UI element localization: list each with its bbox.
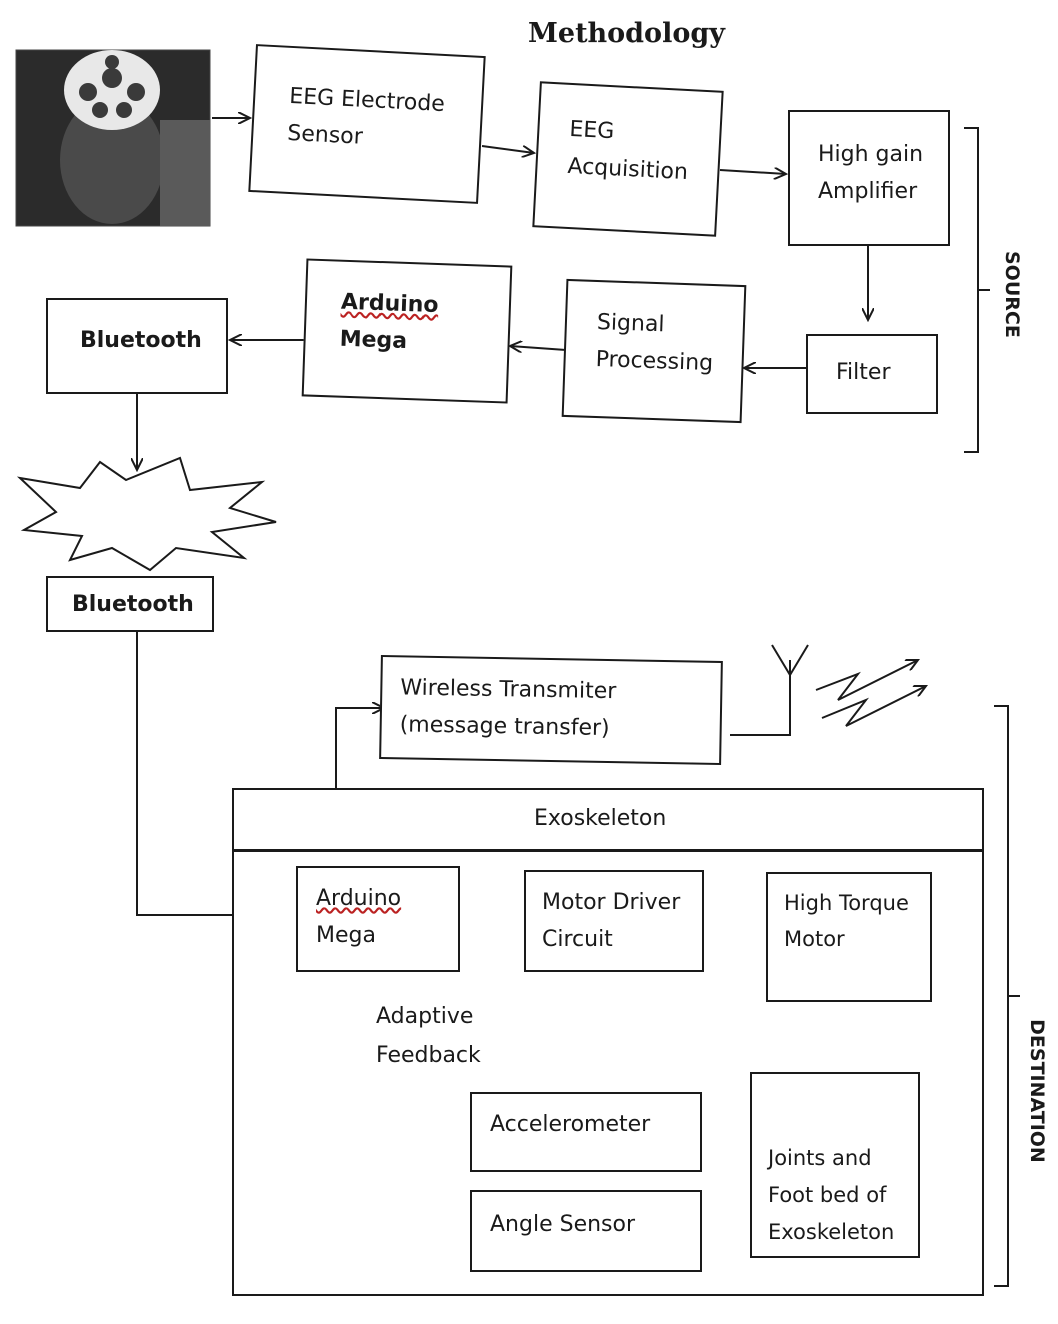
bluetooth-receive-label: Bluetooth — [72, 592, 194, 617]
adaptive-line1: Adaptive — [376, 1004, 474, 1029]
torque-motor-line1: High Torque — [784, 891, 909, 915]
bluetooth-transmit-box: Bluetooth — [46, 298, 228, 394]
arduino-mega-destination-box: Arduino Mega — [296, 866, 460, 972]
joints-line2: Foot bed of — [768, 1182, 887, 1207]
eeg-acquisition-box: EEG Acquisition — [532, 81, 724, 237]
diagram-title: Methodology — [528, 18, 725, 49]
source-bracket — [964, 127, 990, 453]
source-label: SOURCE — [1001, 251, 1023, 338]
wireless-line1: Wireless Transmiter — [400, 675, 617, 705]
high-torque-motor-box: High Torque Motor — [766, 872, 932, 1002]
torque-motor-line2: Motor — [784, 926, 845, 951]
eeg-electrode-sensor-box: EEG Electrode Sensor — [248, 44, 486, 204]
accelerometer-box: Accelerometer — [470, 1092, 702, 1172]
signal-processing-line2: Processing — [595, 347, 714, 377]
motor-driver-circuit-box: Motor Driver Circuit — [524, 870, 704, 972]
high-gain-amplifier-box: High gain Amplifier — [788, 110, 950, 246]
angle-sensor-label: Angle Sensor — [490, 1212, 636, 1237]
eeg-acquisition-line2: Acquisition — [566, 154, 689, 186]
amplifier-line2: Amplifier — [818, 179, 918, 205]
arduino-dest-line2: Mega — [316, 923, 376, 949]
signal-processing-box: Signal Processing — [561, 278, 747, 424]
angle-sensor-box: Angle Sensor — [470, 1190, 702, 1272]
antenna-icon — [730, 644, 809, 736]
signal-processing-line1: Signal — [596, 309, 665, 338]
motor-driver-line1: Motor Driver — [542, 890, 681, 915]
bluetooth-receive-box: Bluetooth — [46, 576, 214, 632]
destination-bracket — [994, 705, 1020, 1287]
adaptive-feedback-label: Adaptive Feedback — [376, 998, 481, 1075]
arduino-mega-source-box: Arduino Mega — [301, 258, 513, 404]
eeg-headset-photo-icon — [15, 49, 211, 227]
wireless-signal-icon — [815, 660, 926, 727]
exoskeleton-title: Exoskeleton — [534, 806, 667, 831]
joints-foot-bed-box: Joints and Foot bed of Exoskeleton — [750, 1072, 920, 1258]
destination-label: DESTINATION — [1026, 1019, 1048, 1163]
arduino-dest-line1: Arduino — [316, 886, 402, 911]
joints-line1: Joints and — [768, 1146, 872, 1170]
motor-driver-line2: Circuit — [542, 927, 613, 953]
wireless-transmitter-box: Wireless Transmiter (message transfer) — [379, 655, 723, 765]
amplifier-line1: High gain — [818, 142, 924, 167]
filter-box: Filter — [806, 334, 938, 414]
filter-label: Filter — [836, 360, 891, 385]
accelerometer-label: Accelerometer — [490, 1112, 651, 1137]
joints-line3: Exoskeleton — [768, 1219, 895, 1244]
wireless-line2: (message transfer) — [399, 712, 610, 742]
exoskeleton-header: Exoskeleton — [232, 788, 984, 852]
wireless-burst-icon — [16, 456, 277, 572]
arduino-source-line2: Mega — [339, 327, 408, 355]
adaptive-line2: Feedback — [376, 1042, 481, 1068]
arduino-source-line1: Arduino — [340, 289, 439, 319]
bluetooth-transmit-label: Bluetooth — [80, 328, 202, 353]
